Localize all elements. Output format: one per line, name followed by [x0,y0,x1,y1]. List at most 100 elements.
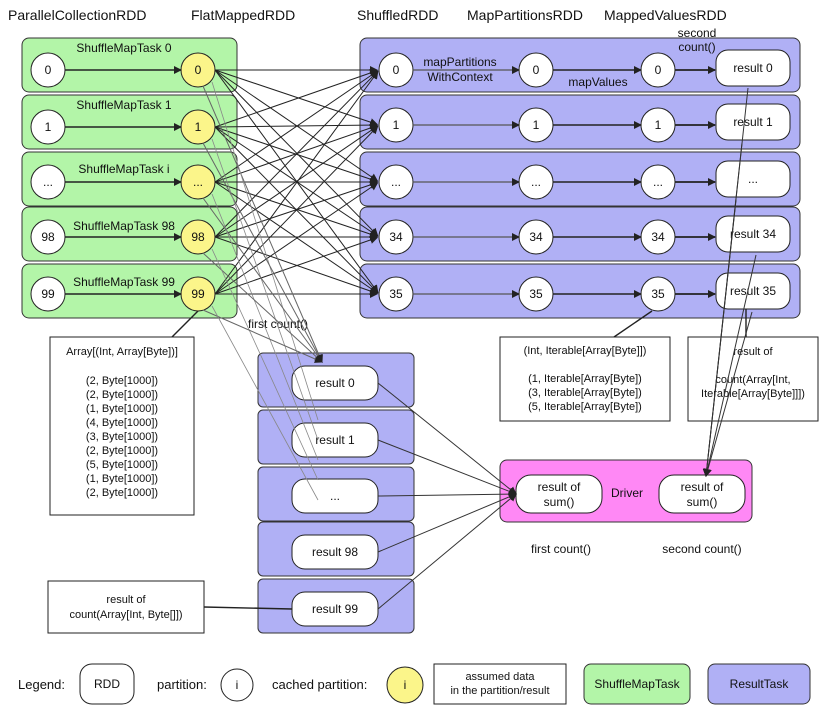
shufflemaptask-row-0: ShuffleMapTask 0 0 0 [21,37,238,93]
legend: Legend: RDD partition: i cached partitio… [18,663,811,705]
shuffled-partition: 0 [393,63,400,77]
legend-resulttask-label: ResultTask [730,677,790,691]
legend-partition-label: partition: [157,677,207,692]
legend-shufflemaptask-swatch [583,663,691,705]
note-line: (Int, Iterable[Array[Byte]]) [524,345,647,357]
first-count-result: result 1 [315,433,355,447]
shuffle-dependency-edge [214,236,379,295]
second-count-result: result 34 [730,227,776,241]
first-count-to-driver-edge [377,493,517,553]
shuffled-partition: 35 [389,287,403,301]
first-count-result: result 99 [312,602,358,616]
shufflemaptask-label: ShuffleMapTask i [78,162,169,176]
shufflemaptask-row-i: ShuffleMapTask i ... ... [21,151,238,207]
legend-assumed-swatch [433,663,567,705]
cached-partition: 99 [191,287,205,301]
mappedvalues-partition: 34 [651,230,665,244]
first-count-to-driver-edge [377,382,517,495]
note-line: Array[(Int, Array[Byte])] [66,346,178,358]
second-count-caption: second count() [662,542,741,556]
note-line: (5, Byte[1000]) [86,459,158,471]
shuffle-dependency-edge [214,182,379,295]
header-flatmapped-rdd: FlatMappedRDD [191,7,295,23]
second-count-to-driver-edge [703,254,757,477]
first-count-result: result 98 [312,545,358,559]
note-line: result of [106,594,146,606]
parallel-partition: 0 [45,63,52,77]
resulttask-row-35: 35 35 35 result 35 [359,263,801,319]
shuffle-dependency-edge [214,236,379,295]
first-count-to-driver-edge [377,493,517,610]
shuffle-dependency-edge [214,70,379,183]
second-count-result: result 0 [733,61,773,75]
note-line: (2, Byte[1000]) [86,445,158,457]
parallel-partition: 1 [45,120,52,134]
driver-box: result of sum() Driver result of sum() [499,459,753,523]
header-mappartitions-rdd: MapPartitionsRDD [467,7,583,23]
mappartitions-partition: 1 [533,118,540,132]
first-count-read-edge [202,197,323,363]
second-count-to-driver-edge [702,199,737,477]
first-count-to-driver-edge [377,439,517,496]
legend-cached-swatch [386,666,424,704]
cached-partition: ... [193,175,203,189]
shuffle-dependency-edge [214,69,379,128]
first-count-resulttask-99: result 99 [257,578,415,634]
mappedvalues-partition: ... [653,175,663,189]
parallel-partition: 99 [41,287,55,301]
mappedvalues-partition: 35 [651,287,665,301]
parallel-partition: 98 [41,230,55,244]
shufflemaptask-row-98: ShuffleMapTask 98 98 98 [21,206,238,262]
note-line: Iterable[Array[Byte]]]) [701,388,805,400]
edge-label-mapvalues: mapValues [568,75,627,89]
shuffled-partition: 1 [393,118,400,132]
driver-second-sum-line1: result of [681,480,724,494]
first-count-resulttask-98: result 98 [257,521,415,577]
shufflemaptask-row-99: ShuffleMapTask 99 99 99 [21,263,238,319]
mappartitions-partition: 35 [529,287,543,301]
note-line: (3, Byte[1000]) [86,431,158,443]
edge-label-withcontext: WithContext [427,70,493,84]
legend-shufflemaptask-label: ShuffleMapTask [594,677,680,691]
shufflemaptask-label: ShuffleMapTask 98 [73,219,175,233]
shuffle-dependency-edge [214,125,379,295]
edge-label-second: second [678,26,717,40]
shufflemaptask-label: ShuffleMapTask 1 [76,98,171,112]
second-count-result: result 35 [730,284,776,298]
first-count-resulttask-0: result 0 [257,352,415,408]
resulttask-row-34: 34 34 34 result 34 [359,206,801,262]
mappedvalues-partition: 0 [655,63,662,77]
second-count-result: ... [748,172,758,186]
legend-resulttask-swatch [707,663,811,705]
first-count-to-driver-edge [377,490,517,499]
parallel-partition: ... [43,175,53,189]
note-line: count(Array[Int, Byte[]]) [69,609,182,621]
first-count-read-edge [202,309,323,363]
driver-first-sum-line1: result of [538,480,581,494]
legend-partition-swatch [220,668,254,702]
legend-cached-label: cached partition: [272,677,367,692]
shuffle-dependency-edge [214,69,379,237]
legend-assumed-line1: assumed data [465,671,535,683]
note-line: (3, Iterable[Array[Byte]) [528,387,642,399]
note-line: (5, Iterable[Array[Byte]) [528,401,642,413]
shuffle-dependency-edge [214,69,379,182]
mappedvalues-partition: 1 [655,118,662,132]
shuffle-dependency-edge [214,125,379,238]
cached-partition: 0 [195,63,202,77]
first-count-read-edge [211,81,319,421]
resulttask-row-1: 1 1 1 result 1 [359,94,801,150]
shuffled-partition: ... [391,175,401,189]
legend-title: Legend: [18,677,65,692]
first-count-result: ... [330,489,340,503]
legend-assumed-line2: in the partition/result [450,685,549,697]
shufflemaptask-label: ShuffleMapTask 0 [76,41,171,55]
mappartitions-partition: 34 [529,230,543,244]
first-count-read-edge [211,193,319,461]
resulttask-row-0: 0 0 0 result 0 [359,37,801,93]
shuffled-partition: 34 [389,230,403,244]
header-shuffled-rdd: ShuffledRDD [357,7,438,23]
note-line: (2, Byte[1000]) [86,375,158,387]
mappartitions-partition: ... [531,175,541,189]
